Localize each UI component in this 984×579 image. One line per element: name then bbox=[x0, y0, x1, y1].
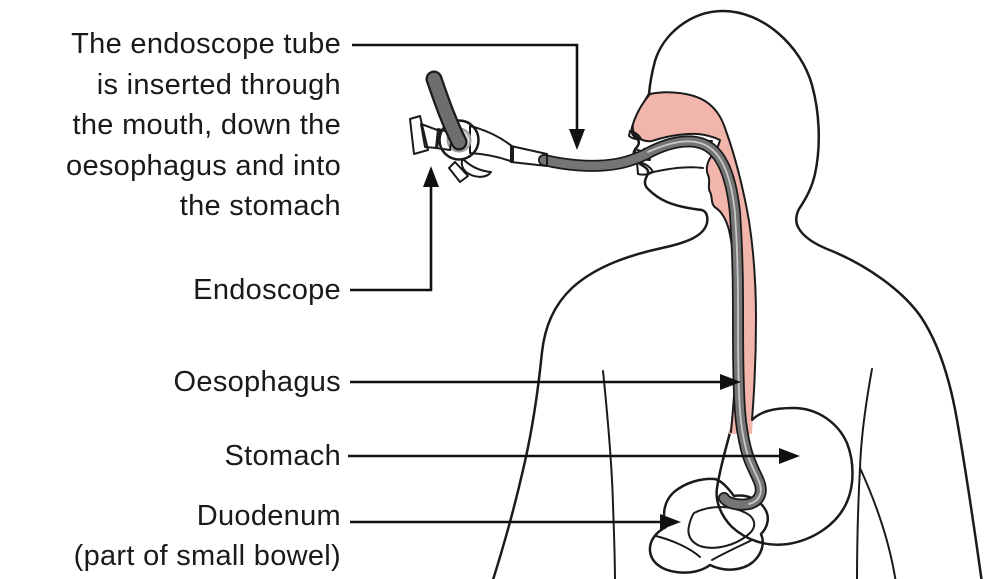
stomach-shape bbox=[715, 406, 854, 546]
tube-outline bbox=[538, 135, 767, 511]
right-armpit-gap bbox=[856, 467, 897, 579]
bowel-fold-line-2 bbox=[711, 539, 753, 561]
insertion-cone-dark bbox=[510, 145, 548, 167]
control-body bbox=[438, 119, 480, 161]
left-armpit-crease bbox=[602, 370, 616, 579]
eyepiece bbox=[409, 115, 429, 155]
intro-caption-line: oesophagus and into bbox=[66, 149, 341, 182]
tube-arrowhead-down bbox=[569, 129, 585, 150]
stomach-arrowhead bbox=[779, 448, 800, 464]
endoscope-label: Endoscope bbox=[193, 274, 341, 306]
endoscope-tube bbox=[538, 135, 767, 511]
nostril-detail bbox=[628, 130, 642, 141]
intro-caption: The endoscope tube is inserted through t… bbox=[0, 24, 341, 227]
endoscope-label-line bbox=[350, 185, 433, 292]
bowel-fold-line-1 bbox=[655, 535, 701, 558]
intro-caption-line: the mouth, down the bbox=[72, 109, 341, 141]
duodenum-label: Duodenum (part of small bowel) bbox=[0, 497, 341, 576]
endoscope-arrowhead-up bbox=[423, 166, 439, 187]
duodenum-label-line: Duodenum bbox=[196, 500, 341, 532]
biopsy-lever-dark bbox=[448, 161, 469, 183]
duodenum-arrowhead bbox=[660, 514, 681, 530]
oesophagus-back-edge bbox=[649, 91, 757, 421]
duodenum-label-subline: (part of small bowel) bbox=[73, 539, 341, 572]
umbilical-cable bbox=[427, 72, 466, 149]
biopsy-lever bbox=[460, 158, 492, 178]
endoscope-device bbox=[409, 70, 548, 183]
tube-highlight bbox=[647, 140, 762, 505]
lower-lip bbox=[636, 161, 654, 176]
intro-caption-line: the stomach bbox=[179, 190, 341, 222]
annotation-layer bbox=[348, 43, 800, 530]
tongue-line bbox=[648, 166, 704, 174]
oesophagus-arrowhead bbox=[720, 374, 741, 390]
intro-caption-line: is inserted through bbox=[96, 68, 341, 101]
stomach-label: Stomach bbox=[224, 440, 341, 472]
right-armpit-crease bbox=[859, 368, 873, 469]
body-silhouette bbox=[491, 9, 983, 579]
tube-label-line bbox=[352, 43, 579, 131]
intro-caption-line: The endoscope tube bbox=[71, 28, 341, 60]
oesophagus-label: Oesophagus bbox=[173, 366, 341, 398]
duodenum-loop-hole bbox=[687, 506, 756, 549]
